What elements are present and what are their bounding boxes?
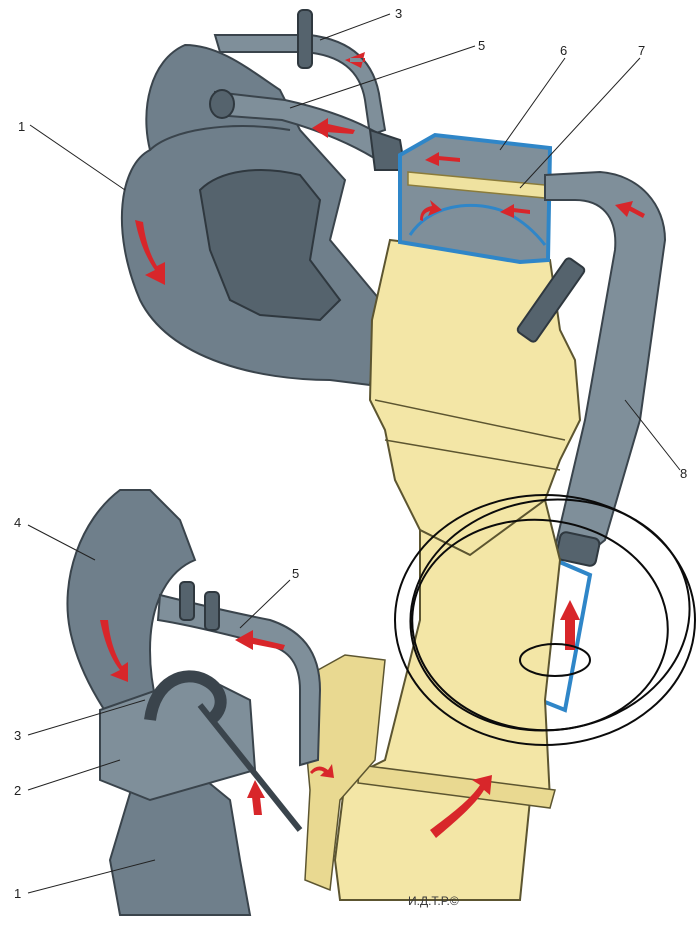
leader-8 [624,399,681,471]
flow-arrow-hose-8-bottom [560,600,580,650]
flow-arrow-lower-hose-5 [235,630,285,650]
lower-hose-5-clamp-a [179,581,195,621]
leader-1-lower [27,859,156,894]
callout-1-lower: 1 [14,886,21,901]
flow-arrow-lower-pipe [100,620,128,682]
callout-6: 6 [560,43,567,58]
leader-3-upper [319,13,391,41]
leader-5-upper [289,45,476,109]
leader-6 [499,57,566,151]
callout-5-upper: 5 [478,38,485,53]
flow-arrow-hose-8-top [615,201,645,218]
sensor-body [516,257,586,343]
filter-housing-6 [399,133,552,264]
flow-arrow-filter-top [425,152,460,166]
upper-duct-seam [374,399,566,471]
lower-breather-hose-5 [156,593,322,767]
flow-arrow-lower-hose-link [247,780,265,815]
hose-8-clamp [555,531,601,567]
scribble-small-circle [519,643,591,677]
flow-arrow-upper-hose-3 [345,52,365,68]
flow-arrow-lower-small [310,764,334,778]
upper-housing-rib [149,125,291,151]
leader-2 [27,759,121,791]
leader-3-lower [27,699,146,736]
upper-housing-inner [198,169,342,322]
leader-4 [27,524,96,561]
callout-3-lower: 3 [14,728,21,743]
filter-inner-blue [408,203,547,246]
throttle-linkage [197,703,303,832]
lower-breather-hose-3 [144,670,227,725]
flow-arrow-filter-curl [420,200,442,221]
callout-3-upper: 3 [395,6,402,21]
callout-5-lower: 5 [292,566,299,581]
flow-arrow-upper-hose-5 [312,118,355,138]
leader-1-upper [29,124,126,191]
lower-hose-5-clamp-b [204,591,220,631]
filter-housing-outline [398,132,553,265]
flow-arrow-upper-housing [135,220,165,285]
callout-8: 8 [680,466,687,481]
callout-2: 2 [14,783,21,798]
lower-duct-bracket [299,654,386,892]
leader-5-lower [239,579,291,629]
callout-4: 4 [14,515,21,530]
upper-hose-clamp [297,9,313,69]
flow-arrow-filter-mid [500,204,530,218]
callout-7: 7 [638,43,645,58]
callout-1-upper: 1 [18,119,25,134]
flow-arrow-lower-duct [430,775,492,838]
upper-hose-5-end [209,89,235,119]
scribble-circle-outer [394,494,696,746]
scribble-circle-inner [411,518,669,732]
publisher-watermark: И.Д.Т.Р.© [408,894,459,908]
leader-7 [519,57,641,189]
